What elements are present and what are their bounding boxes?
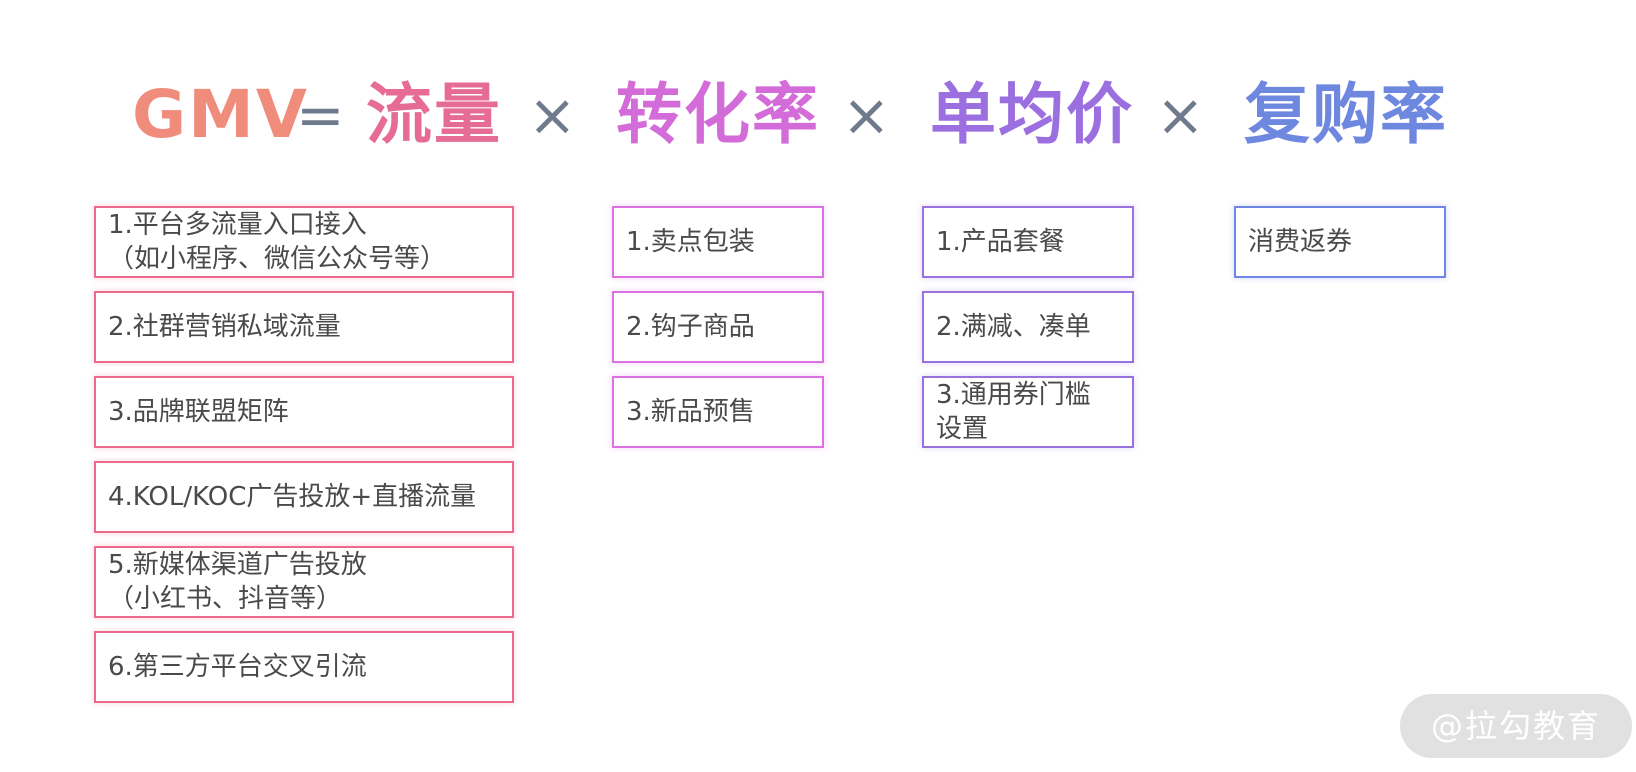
traffic-item: 6.第三方平台交叉引流	[94, 631, 514, 703]
traffic-item-text: 1.平台多流量入口接入 （如小程序、微信公众号等）	[108, 210, 447, 274]
traffic-item-text: 6.第三方平台交叉引流	[108, 652, 367, 682]
formula-term-gmv: GMV	[132, 76, 309, 153]
traffic-item-text: 2.社群营销私域流量	[108, 312, 341, 342]
avg-price-item-text: 1.产品套餐	[936, 227, 1065, 257]
formula-term-avg-price: 单均价	[930, 76, 1134, 153]
avg-price-item: 2.满减、凑单	[922, 291, 1134, 363]
repurchase-item: 消费返券	[1234, 206, 1446, 278]
traffic-item: 3.品牌联盟矩阵	[94, 376, 514, 448]
conversion-item: 3.新品预售	[612, 376, 824, 448]
traffic-item-text: 5.新媒体渠道广告投放 （小红书、抖音等）	[108, 550, 367, 614]
traffic-item: 4.KOL/KOC广告投放+直播流量	[94, 461, 514, 533]
repurchase-item-text: 消费返券	[1248, 227, 1353, 257]
gmv-formula: GMV = 流量 × 转化率 × 单均价 × 复购率	[0, 70, 1636, 160]
formula-times-1: ×	[528, 81, 577, 149]
traffic-item-text: 4.KOL/KOC广告投放+直播流量	[108, 482, 477, 512]
formula-times-2: ×	[842, 81, 891, 149]
conversion-item-text: 1.卖点包装	[626, 227, 755, 257]
conversion-item-text: 2.钩子商品	[626, 312, 755, 342]
avg-price-item-text: 2.满减、凑单	[936, 312, 1091, 342]
conversion-item: 1.卖点包装	[612, 206, 824, 278]
avg-price-item-text: 3.通用券门槛 设置	[936, 380, 1091, 444]
formula-term-repurchase: 复购率	[1244, 76, 1448, 153]
avg-price-item: 1.产品套餐	[922, 206, 1134, 278]
traffic-item: 5.新媒体渠道广告投放 （小红书、抖音等）	[94, 546, 514, 618]
traffic-item-text: 3.品牌联盟矩阵	[108, 397, 289, 427]
traffic-item: 1.平台多流量入口接入 （如小程序、微信公众号等）	[94, 206, 514, 278]
formula-term-traffic: 流量	[366, 76, 502, 153]
formula-term-conversion: 转化率	[616, 76, 820, 153]
formula-times-3: ×	[1156, 81, 1205, 149]
formula-equals: =	[296, 81, 345, 149]
watermark-badge: @拉勾教育	[1400, 694, 1632, 758]
traffic-item: 2.社群营销私域流量	[94, 291, 514, 363]
conversion-item-text: 3.新品预售	[626, 397, 755, 427]
avg-price-item: 3.通用券门槛 设置	[922, 376, 1134, 448]
conversion-item: 2.钩子商品	[612, 291, 824, 363]
